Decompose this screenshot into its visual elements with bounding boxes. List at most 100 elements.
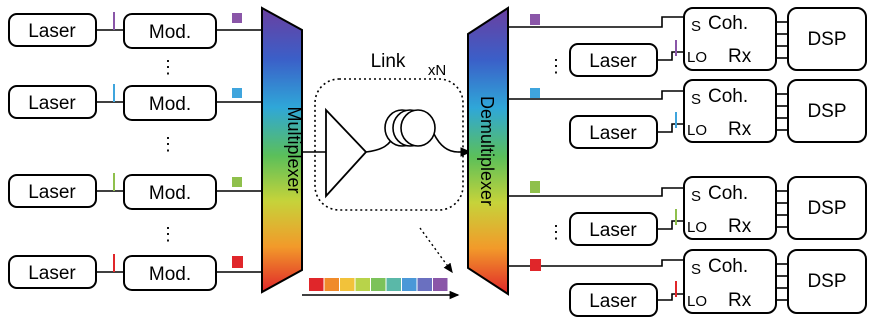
- dsp-box: [787, 7, 867, 71]
- channel-marker-icon: [530, 181, 540, 193]
- laser-label: Laser: [589, 220, 637, 241]
- coherent-receiver-label-2: Rx: [728, 119, 752, 140]
- demux-to-rx-wire: [508, 90, 684, 100]
- signal-port-label: S: [691, 261, 701, 278]
- laser-label: Laser: [28, 93, 76, 114]
- link-repeat-label: xN: [428, 62, 446, 79]
- receiver-row-1: ⋮ Laser S Coh. LO Rx DSP: [508, 7, 867, 77]
- link-label: Link: [371, 51, 406, 72]
- coherent-receiver-label: Coh.: [708, 256, 748, 277]
- amplifier-triangle-icon: [325, 107, 368, 199]
- coherent-receiver-label: Coh.: [708, 13, 748, 34]
- coherent-receiver-box: [683, 249, 777, 314]
- dsp-label: DSP: [807, 29, 846, 50]
- transmitter-row-1: Laser Mod.: [8, 12, 262, 49]
- coherent-receiver-box: [683, 7, 777, 71]
- spectrum-cells: [309, 278, 448, 291]
- spectrum-channel: [386, 278, 401, 291]
- receiver-row-4: Laser S Coh. LO Rx DSP: [508, 249, 867, 317]
- dsp-label: DSP: [807, 271, 846, 292]
- lo-port-label: LO: [687, 122, 707, 139]
- ellipsis: ⋮: [547, 222, 565, 242]
- modulator-box: [123, 255, 217, 291]
- modulator-label: Mod.: [149, 22, 191, 43]
- laser-label: Laser: [589, 291, 637, 312]
- demultiplexer-label: Demultiplexer: [477, 96, 497, 206]
- channel-marker-icon: [530, 14, 540, 25]
- coherent-receiver-label-2: Rx: [728, 290, 752, 311]
- fiber-out-wire: [433, 133, 459, 153]
- coherent-receiver-box: [683, 176, 777, 240]
- signal-port-label: S: [691, 188, 701, 205]
- laser-label: Laser: [589, 51, 637, 72]
- coherent-receiver-label: Coh.: [708, 183, 748, 204]
- dsp-label: DSP: [807, 101, 846, 122]
- spectrum-channel: [340, 278, 355, 291]
- ellipsis: ⋮: [159, 134, 177, 154]
- modulator-box: [123, 13, 217, 49]
- lo-wire: [657, 220, 684, 230]
- lo-port-label: LO: [687, 49, 707, 66]
- multiplexer-label: Multiplexer: [284, 106, 304, 193]
- lo-wire: [657, 51, 684, 61]
- demux-to-rx-wire: [508, 187, 684, 197]
- channel-marker-icon: [232, 177, 242, 187]
- multiplexer-block: [261, 6, 303, 294]
- fiber-spool-icon: [384, 109, 436, 147]
- coherent-receiver-box: [683, 79, 777, 143]
- spectrum-channel: [402, 278, 417, 291]
- lo-wire: [657, 123, 684, 133]
- spectrum-channel: [309, 278, 324, 291]
- receiver-row-2: Laser S Coh. LO Rx DSP: [508, 79, 867, 149]
- laser-label: Laser: [28, 263, 76, 284]
- coherent-receiver-label-2: Rx: [728, 216, 752, 237]
- ellipsis: ⋮: [159, 224, 177, 244]
- laser-label: Laser: [28, 182, 76, 203]
- modulator-box: [123, 85, 217, 121]
- spectrum-channel: [371, 278, 386, 291]
- link-boundary: [314, 78, 464, 211]
- dsp-box: [787, 176, 867, 240]
- spectrum-bar: [302, 278, 460, 300]
- demultiplexer-block: [467, 6, 509, 296]
- demux-to-rx-wire: [508, 16, 684, 28]
- dsp-label: DSP: [807, 198, 846, 219]
- transmitter-row-4: Laser Mod.: [8, 254, 262, 291]
- dsp-box: [787, 79, 867, 143]
- spectrum-channel: [417, 278, 432, 291]
- coherent-receiver-label-2: Rx: [728, 46, 752, 67]
- channel-marker-icon: [232, 256, 243, 268]
- modulator-label: Mod.: [149, 94, 191, 115]
- channel-marker-icon: [530, 259, 541, 271]
- arrow-icon: [419, 227, 453, 274]
- spectrum-channel: [433, 278, 448, 291]
- link: Link xN: [302, 51, 472, 274]
- demultiplexer: Demultiplexer: [467, 6, 509, 296]
- signal-port-label: S: [691, 18, 701, 35]
- demux-to-rx-wire: [508, 259, 684, 267]
- spectrum-channel: [355, 278, 370, 291]
- dsp-box: [787, 249, 867, 314]
- transmitter-row-2: Laser Mod.: [8, 84, 262, 121]
- transmitter-row-3: Laser Mod.: [8, 173, 262, 210]
- channel-marker-icon: [232, 88, 242, 98]
- modulator-box: [123, 174, 217, 210]
- signal-port-label: S: [691, 91, 701, 108]
- laser-label: Laser: [28, 21, 76, 42]
- channel-marker-icon: [530, 88, 540, 98]
- lo-port-label: LO: [687, 293, 707, 310]
- channel-marker-icon: [232, 13, 242, 23]
- modulator-label: Mod.: [149, 264, 191, 285]
- coherent-receiver-label: Coh.: [708, 86, 748, 107]
- laser-label: Laser: [589, 123, 637, 144]
- multiplexer: Multiplexer: [261, 6, 304, 294]
- ellipsis: ⋮: [547, 56, 565, 76]
- modulator-label: Mod.: [149, 183, 191, 204]
- receiver-row-3: ⋮ Laser S Coh. LO Rx DSP: [508, 176, 867, 246]
- spectrum-channel: [324, 278, 339, 291]
- lo-wire: [657, 293, 684, 301]
- lo-port-label: LO: [687, 219, 707, 236]
- ellipsis: ⋮: [159, 57, 177, 77]
